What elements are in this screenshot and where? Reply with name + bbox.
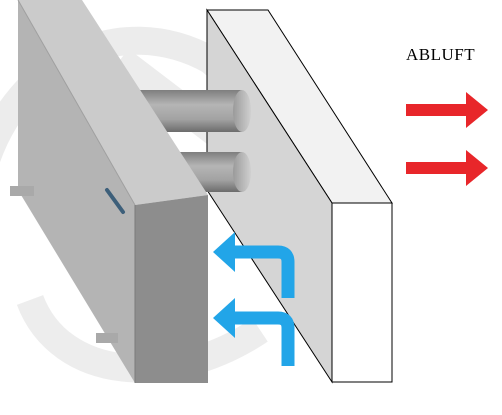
exhaust-label: ABLUFT bbox=[406, 45, 475, 64]
ventilation-unit bbox=[10, 0, 208, 383]
curved-left-arrow-icon bbox=[213, 298, 235, 338]
unit-top bbox=[18, 0, 208, 205]
unit-front bbox=[135, 195, 208, 383]
upper-pipe-end bbox=[233, 90, 251, 132]
curved-left-arrow-icon bbox=[213, 232, 235, 272]
right-arrow-icon bbox=[406, 92, 488, 128]
intake-arrow-lower bbox=[213, 298, 295, 366]
intake-arrows bbox=[213, 232, 295, 366]
exhaust-arrows bbox=[406, 92, 488, 186]
right-arrow-icon bbox=[406, 150, 488, 186]
unit-latch bbox=[105, 188, 125, 214]
wall-front bbox=[331, 202, 393, 383]
mount-bracket-top bbox=[10, 186, 34, 196]
unit-side bbox=[18, 0, 135, 383]
intake-arrow-upper bbox=[213, 232, 295, 298]
lower-pipe-end bbox=[233, 152, 251, 192]
mount-bracket-bottom bbox=[96, 333, 118, 343]
